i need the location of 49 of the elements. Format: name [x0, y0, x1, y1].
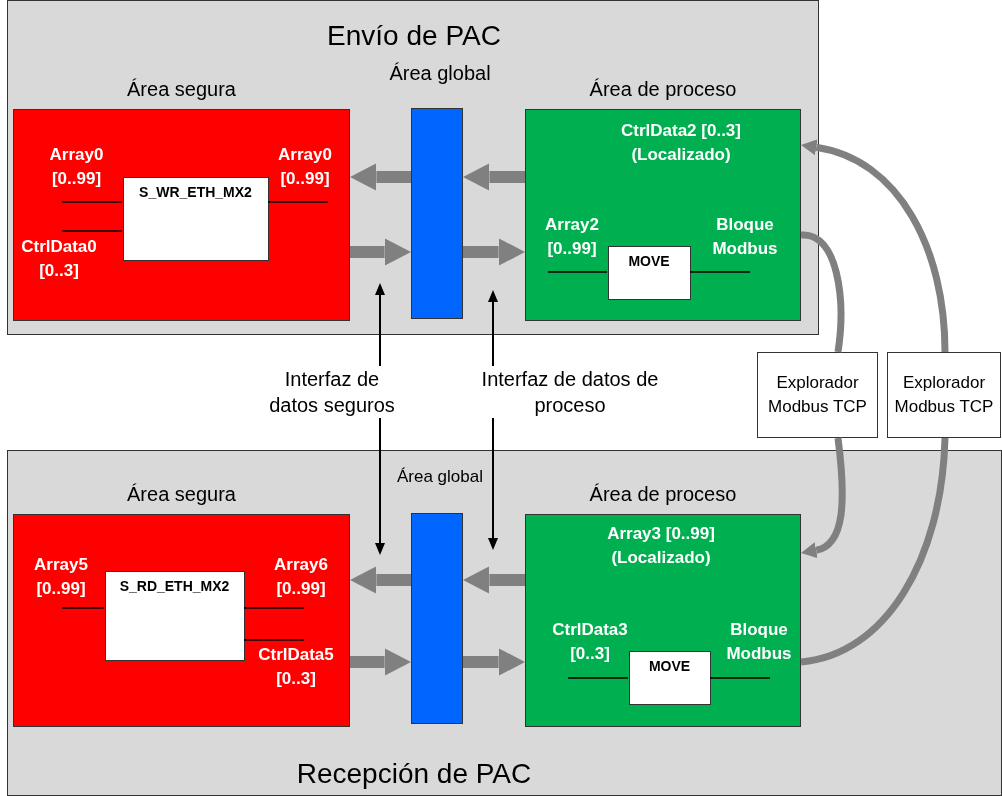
pin-label: Array0 [0..99] — [277, 144, 333, 190]
arrow — [350, 163, 411, 191]
panel-title: Recepción de PAC — [295, 757, 533, 791]
arrow — [375, 417, 385, 553]
pac-panel — [7, 0, 819, 335]
pin-label: Array2 [0..99] — [544, 214, 600, 260]
area-text: CtrlData2 [0..3] (Localizado) — [621, 120, 741, 166]
arrow — [375, 285, 385, 367]
arrow — [488, 417, 498, 548]
interface-label: Interfaz de datos seguros — [262, 366, 402, 418]
pin-label: Bloque Modbus — [725, 619, 793, 665]
area-heading: Área segura — [126, 77, 237, 101]
arrow — [463, 648, 525, 676]
arrow — [350, 648, 411, 676]
panel-title: Envío de PAC — [326, 19, 502, 53]
area-heading: Área de proceso — [588, 77, 738, 101]
block-name: S_WR_ETH_MX2 — [138, 184, 253, 201]
block-name: MOVE — [627, 253, 671, 270]
pin-label: Array0 [0..99] — [48, 144, 105, 190]
arrow — [463, 163, 525, 191]
area-heading: Área global — [396, 467, 484, 488]
block-name: MOVE — [647, 658, 692, 675]
block-name: S_RD_ETH_MX2 — [118, 578, 231, 595]
function-block — [123, 177, 269, 261]
function-block — [629, 651, 711, 705]
function-block — [105, 571, 245, 661]
area-heading: Área segura — [126, 482, 237, 506]
arrow — [350, 238, 411, 266]
scanner-box: Explorador Modbus TCP — [757, 352, 878, 438]
area-text: Array3 [0..99] (Localizado) — [606, 523, 716, 569]
arrow — [801, 437, 846, 558]
arrow — [488, 292, 498, 367]
area-heading: Área de proceso — [588, 482, 738, 506]
pac-panel — [7, 450, 1002, 796]
pin-label: CtrlData0 [0..3] — [20, 236, 98, 282]
arrow — [463, 566, 525, 594]
connector-line — [800, 437, 949, 666]
pin-label: CtrlData5 [0..3] — [257, 644, 335, 690]
pin-label: CtrlData3 [0..3] — [551, 619, 629, 665]
pin-label: Array6 [0..99] — [273, 554, 329, 600]
pin-label: Bloque Modbus — [711, 214, 779, 260]
arrow — [350, 566, 411, 594]
scanner-box: Explorador Modbus TCP — [887, 352, 1001, 438]
arrow — [801, 139, 949, 353]
function-block — [608, 246, 691, 300]
interface-label: Interfaz de datos de proceso — [476, 366, 664, 418]
pin-label: Array5 [0..99] — [33, 554, 89, 600]
area-heading: Área global — [388, 61, 492, 85]
arrow — [463, 238, 525, 266]
